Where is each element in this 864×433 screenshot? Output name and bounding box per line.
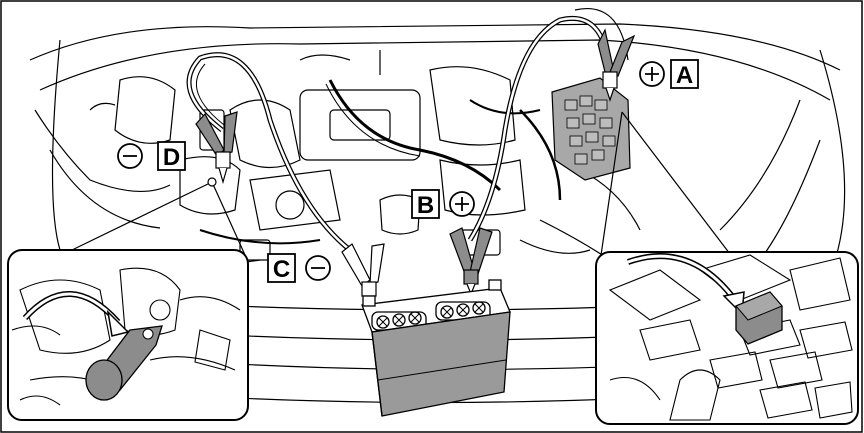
- label-b-text: B: [417, 192, 434, 219]
- fuse-box: [552, 78, 630, 180]
- left-inset: [8, 250, 248, 420]
- label-a-text: A: [676, 62, 693, 89]
- label-c-text: C: [273, 256, 290, 283]
- right-inset: [596, 252, 858, 424]
- label-d-text: D: [163, 144, 180, 171]
